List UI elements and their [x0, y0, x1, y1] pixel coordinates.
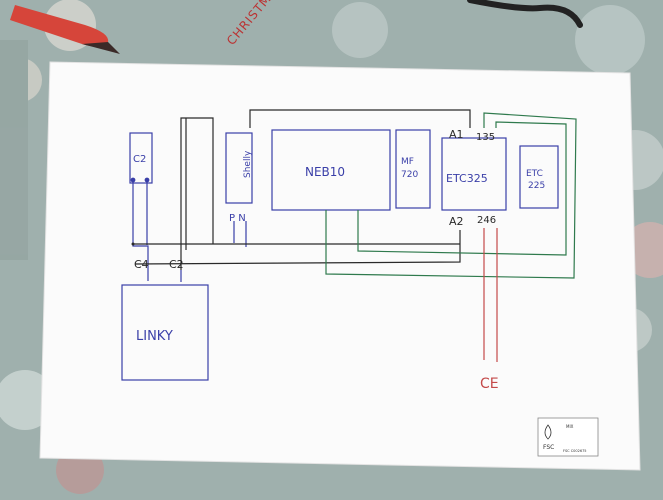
breaker-c2: [129, 132, 153, 184]
label-a2-pins: 246: [477, 215, 496, 226]
mf720-module: [395, 129, 431, 209]
neb10-module: [271, 129, 391, 211]
label-etc225-top: ETC: [526, 169, 543, 179]
fsc-logo: FSC MIX FSC C002675: [537, 417, 599, 457]
red-wiring: [483, 228, 498, 362]
label-neb10: NEB10: [305, 165, 345, 179]
shelly-module: [225, 132, 253, 204]
label-shelly: Shelly: [243, 150, 253, 178]
label-mf-top: MF: [401, 157, 414, 167]
label-a1-pins: 135: [476, 132, 495, 143]
fsc-text: FSC: [543, 444, 554, 451]
linky-meter: [121, 284, 209, 381]
label-mf-bottom: 720: [401, 170, 418, 180]
label-shelly-terminals: P N: [229, 213, 246, 224]
green-wiring: [325, 112, 577, 279]
label-ce: CE: [480, 376, 499, 392]
label-a2: A2: [449, 215, 464, 228]
fsc-mix: MIX: [566, 424, 574, 429]
fsc-code: FSC C002675: [563, 449, 587, 453]
black-wiring: [133, 109, 471, 270]
label-a1: A1: [449, 128, 464, 141]
red-pen: [10, 5, 120, 54]
black-cable: [467, 0, 583, 28]
label-linky-c4: C4: [134, 258, 149, 271]
label-c2-top: C2: [133, 154, 146, 165]
paper-sheet: [39, 61, 641, 471]
label-etc225-bottom: 225: [528, 181, 545, 191]
label-linky: LINKY: [136, 329, 173, 344]
etc225-module: [519, 145, 559, 209]
junction-dot: [131, 242, 135, 246]
label-etc325: ETC325: [446, 172, 488, 185]
label-linky-c2: C2: [169, 258, 184, 271]
etc325-module: [441, 137, 507, 211]
